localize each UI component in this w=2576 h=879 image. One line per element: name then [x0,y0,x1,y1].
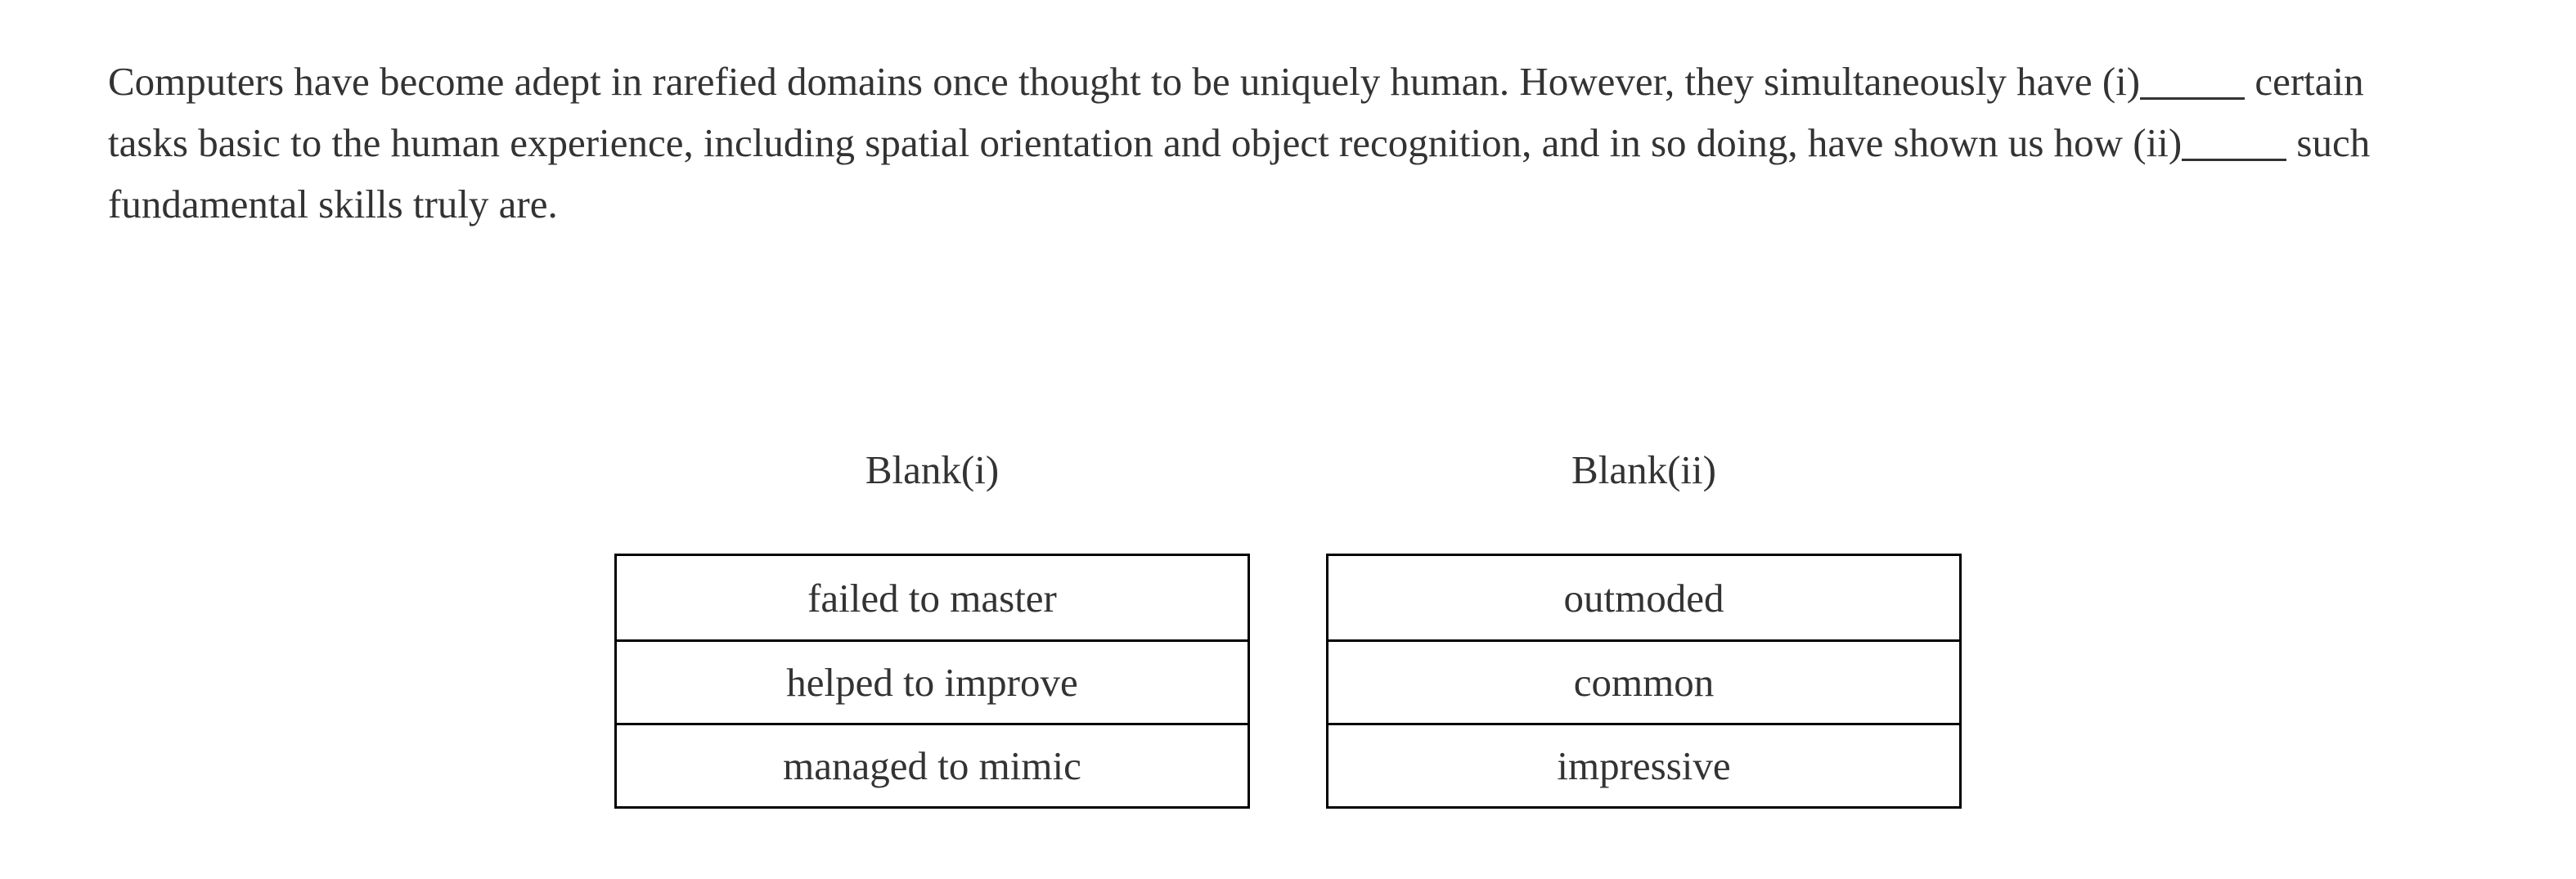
blank-ii-option-2[interactable]: common [1328,639,1959,723]
blank-ii-choices: outmoded common impressive [1326,554,1962,809]
question-part-1: Computers have become adept in rarefied … [108,59,2141,104]
question-part-3: such fundamental skills truly are. [108,120,2371,226]
blank-ii-option-3[interactable]: impressive [1328,723,1959,806]
blank-i-option-1[interactable]: failed to master [617,556,1248,639]
blank-i-line [2140,57,2246,100]
blank-i-choices: failed to master helped to improve manag… [614,554,1250,809]
question-text: Computers have become adept in rarefied … [108,51,2431,235]
question-part-2: certain tasks basic to the human experie… [108,59,2364,165]
blank-ii-header: Blank(ii) [1571,447,1716,492]
blank-i-option-3[interactable]: managed to mimic [617,723,1248,806]
blank-ii-line [2182,119,2287,161]
blank-ii-option-1[interactable]: outmoded [1328,556,1959,639]
blank-i-header: Blank(i) [865,447,1000,492]
blank-i-option-2[interactable]: helped to improve [617,639,1248,723]
